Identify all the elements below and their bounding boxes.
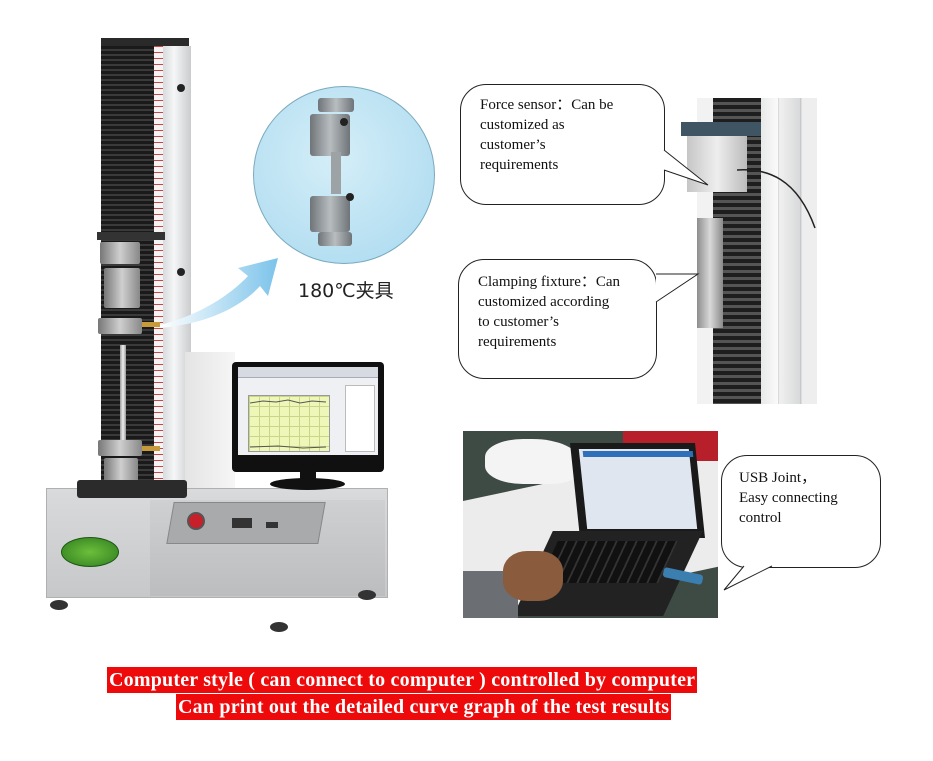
clamping-fixture — [697, 218, 723, 328]
callout-pointer-icon — [723, 565, 773, 591]
software-toolbar — [238, 367, 378, 378]
limit-knob-icon — [177, 268, 185, 276]
fixture-top-cap — [318, 98, 354, 112]
laptop-screen — [578, 449, 698, 529]
inset-caption: 180℃夹具 — [298, 280, 394, 302]
monitor-stand — [270, 478, 345, 490]
curved-arrow-icon — [160, 258, 278, 328]
callout-pointer-icon — [655, 273, 700, 303]
sensor-cable-icon — [737, 169, 816, 229]
crosshead — [97, 232, 165, 240]
foot — [358, 590, 376, 600]
banner-line-1: Computer style ( can connect to computer… — [107, 667, 698, 693]
software-header — [582, 451, 694, 457]
foot — [50, 600, 68, 610]
sensor-mount — [681, 122, 761, 136]
curve-plot — [248, 395, 330, 452]
column-cap — [101, 38, 189, 48]
column-bellows — [101, 46, 156, 486]
callout-force-sensor: Force sensor：Can be customized as custom… — [460, 84, 665, 205]
banner-line-2: Can print out the detailed curve graph o… — [176, 694, 672, 720]
control-button — [266, 522, 278, 528]
foot — [270, 622, 288, 632]
fixture-specimen — [331, 152, 341, 194]
callout-text: Force sensor：Can be customized as custom… — [480, 97, 614, 173]
plastic-bag — [485, 439, 580, 484]
hand — [503, 551, 563, 601]
lower-grip — [98, 440, 142, 456]
column-frame — [761, 98, 817, 404]
column-ruler-scale — [154, 46, 164, 486]
limit-knob-icon — [177, 84, 185, 92]
fixture-screw-icon — [340, 118, 348, 126]
specimen-rod — [120, 345, 126, 445]
force-sensor — [687, 136, 747, 192]
callout-usb-joint: USB Joint， Easy connecting control — [721, 455, 881, 568]
curve-line-icon — [249, 399, 327, 449]
brand-logo — [61, 537, 119, 567]
fixture-lower-jaw — [310, 196, 350, 232]
fixture-bottom-cap — [318, 232, 352, 246]
callout-text: USB Joint， Easy connecting control — [739, 470, 838, 526]
force-sensor-photo — [681, 98, 817, 404]
monitor-neck — [300, 470, 316, 480]
fixture-screw-icon — [346, 193, 354, 201]
callout-pointer-icon — [663, 149, 709, 186]
control-switch — [232, 518, 252, 528]
laptop-usb-photo — [463, 431, 718, 618]
grip-handle — [142, 322, 160, 327]
upper-grip — [98, 318, 142, 334]
upper-grip-body — [104, 268, 140, 308]
emergency-stop-icon — [187, 512, 205, 530]
load-cell — [100, 242, 140, 264]
side-panel — [185, 352, 235, 492]
grip-handle — [142, 446, 160, 451]
callout-text: Clamping fixture：Can customized accordin… — [478, 274, 621, 350]
results-panel — [345, 385, 375, 452]
base-plate — [77, 480, 187, 498]
callout-clamping-fixture: Clamping fixture：Can customized accordin… — [458, 259, 657, 379]
